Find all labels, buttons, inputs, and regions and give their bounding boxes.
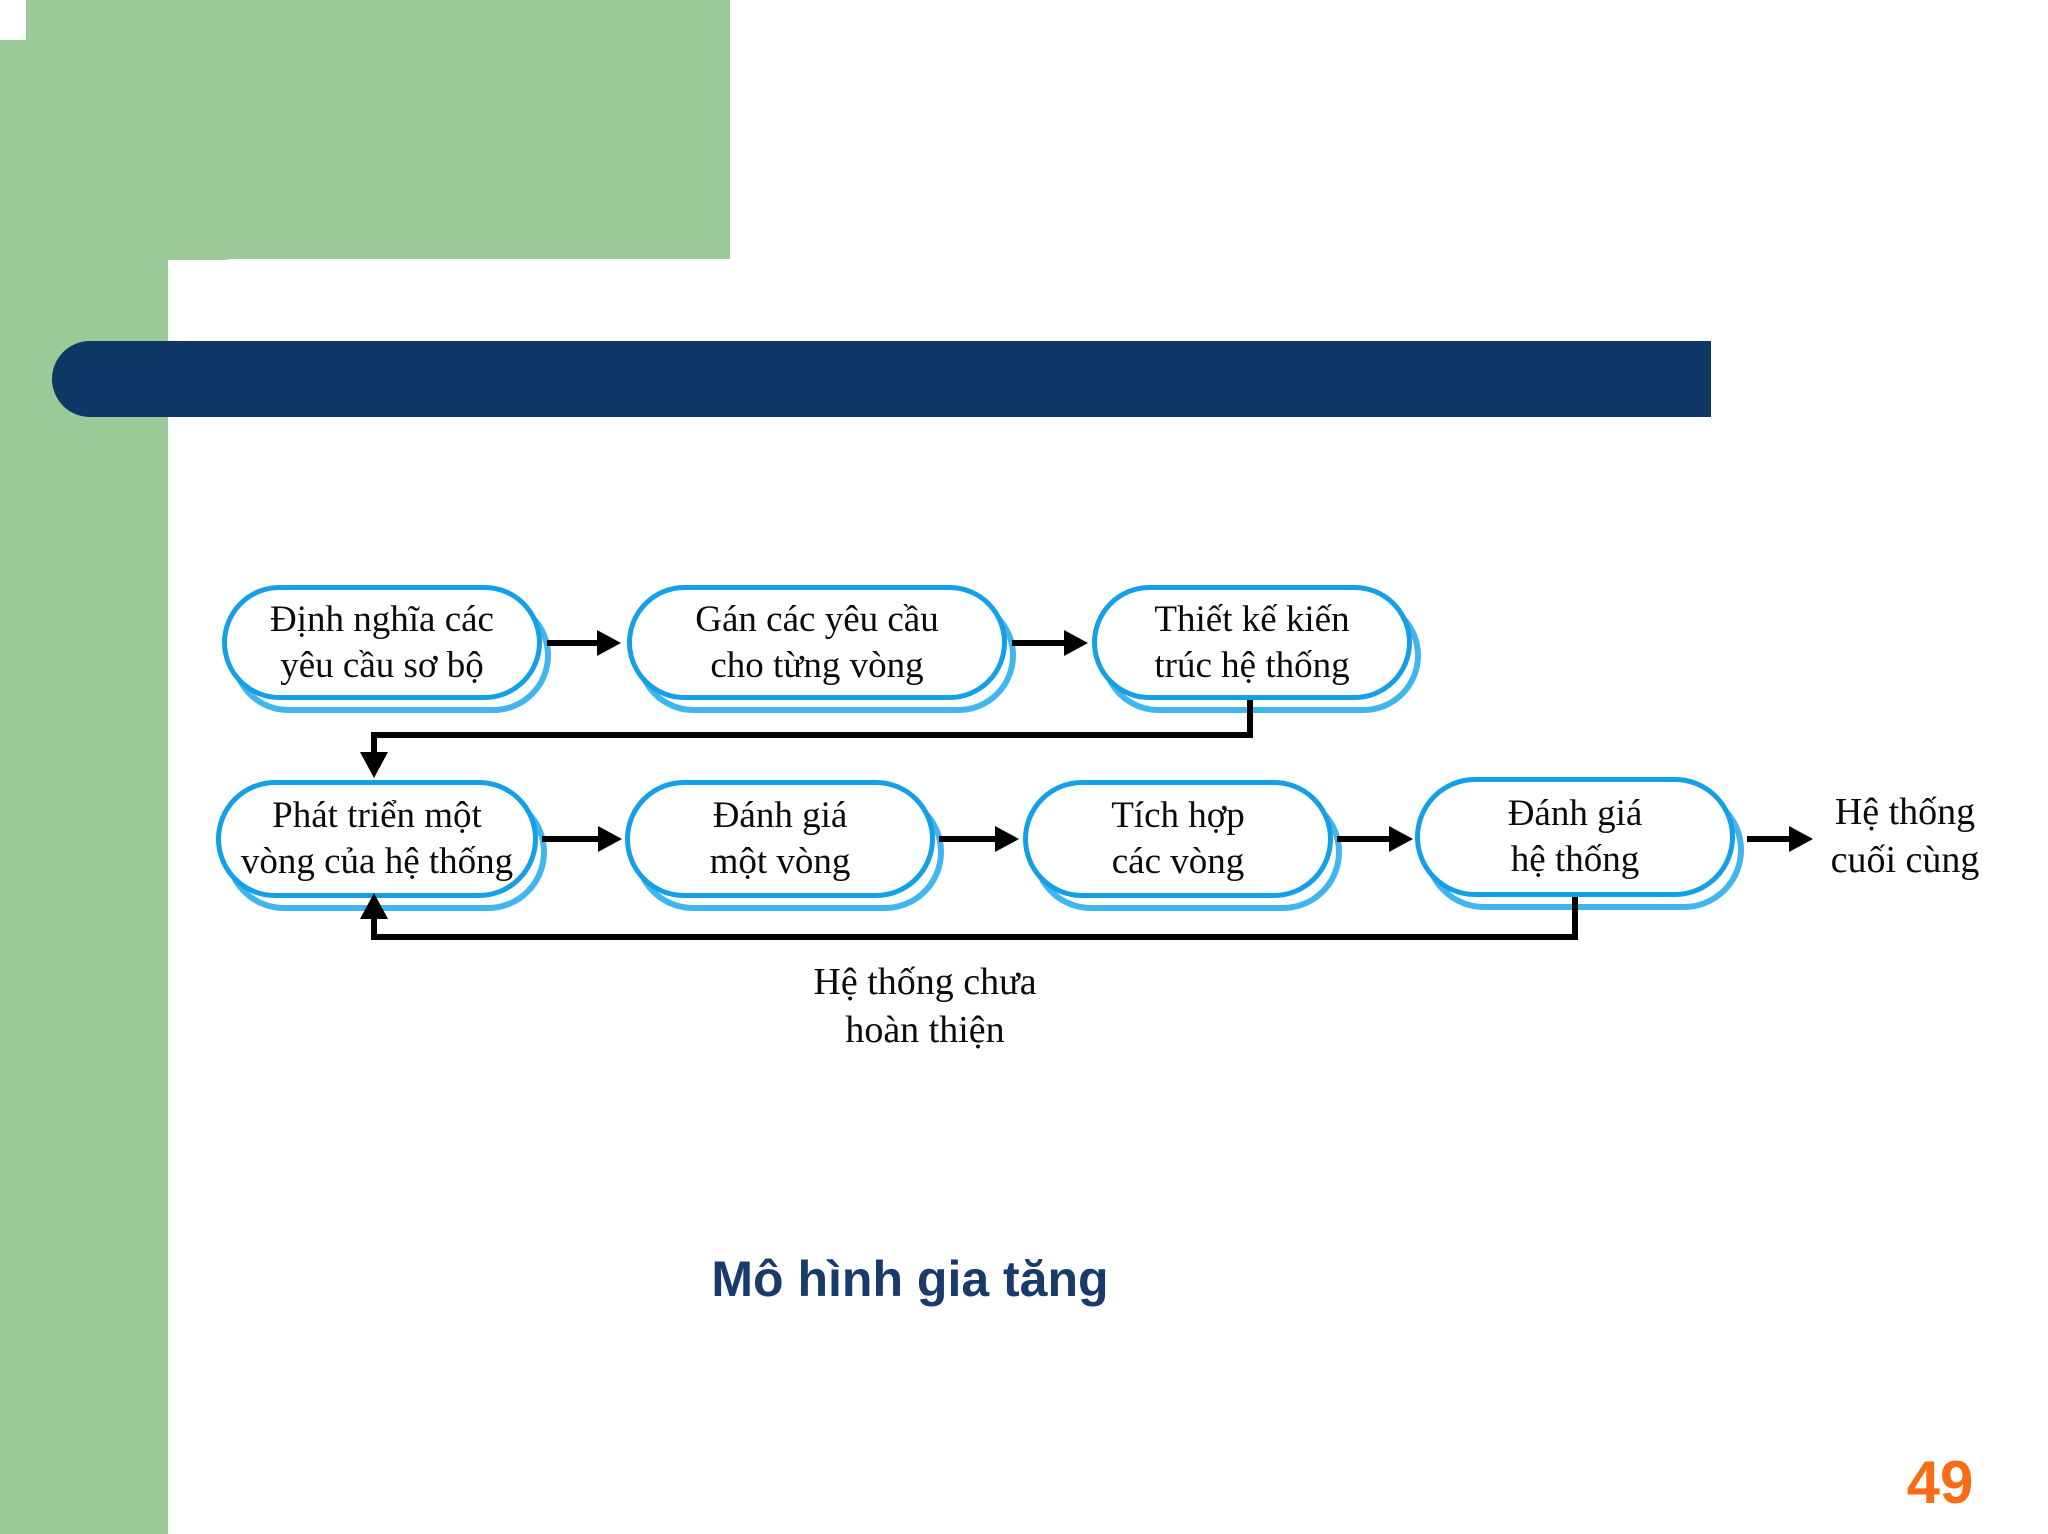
node-label: Tích hợp [1111, 795, 1245, 836]
header-bar [52, 341, 1711, 417]
arrow-right-icon [547, 630, 621, 656]
node-label: một vòng [709, 841, 851, 882]
node-label: các vòng [1111, 841, 1245, 882]
arrow-right-icon [1747, 826, 1813, 852]
node-label: vòng của hệ thống [240, 841, 514, 882]
page-number: 49 [1906, 1449, 1974, 1516]
node-label: Gán các yêu cầu [695, 598, 939, 640]
connector-line [371, 916, 377, 940]
connector-line [1572, 897, 1578, 940]
node-label: yêu cầu sơ bộ [280, 644, 484, 686]
arrow-right-icon [542, 826, 622, 852]
node-evaluate-iteration: Đánh giá một vòng [625, 780, 944, 911]
node-label: cho từng vòng [710, 644, 924, 686]
connector-line [371, 732, 377, 754]
arrow-right-icon [1337, 826, 1413, 852]
arrow-up-icon [360, 893, 388, 919]
node-label: Định nghĩa các [270, 598, 494, 640]
node-label: Đánh giá [712, 795, 848, 836]
connector-line [371, 934, 1578, 940]
node-label: trúc hệ thống [1154, 644, 1350, 686]
node-evaluate-system: Đánh giá hệ thống [1415, 777, 1744, 910]
slide-title: Mô hình gia tăng [711, 1251, 1109, 1307]
connector-line [1247, 700, 1253, 738]
node-define-requirements: Định nghĩa các yêu cầu sơ bộ [222, 585, 551, 713]
node-label: Thiết kế kiến [1154, 598, 1350, 640]
arrow-down-icon [360, 752, 388, 778]
node-label: Phát triển một [272, 795, 482, 836]
node-assign-requirements: Gán các yêu cầu cho từng vòng [627, 585, 1016, 713]
feedback-label: Hệ thống chưa hoàn thiện [813, 961, 1037, 1051]
node-integrate-iterations: Tích hợp các vòng [1023, 780, 1342, 911]
node-develop-iteration: Phát triển một vòng của hệ thống [216, 780, 547, 911]
node-design-architecture: Thiết kế kiến trúc hệ thống [1092, 585, 1421, 713]
arrow-right-icon [939, 826, 1019, 852]
node-label: Đánh giá [1507, 793, 1643, 834]
arrow-right-icon [1012, 630, 1088, 656]
node-label: hệ thống [1510, 839, 1640, 880]
final-output-label: Hệ thống cuối cùng [1830, 791, 1980, 881]
green-side-strip [0, 40, 168, 1534]
connector-line [371, 732, 1253, 738]
